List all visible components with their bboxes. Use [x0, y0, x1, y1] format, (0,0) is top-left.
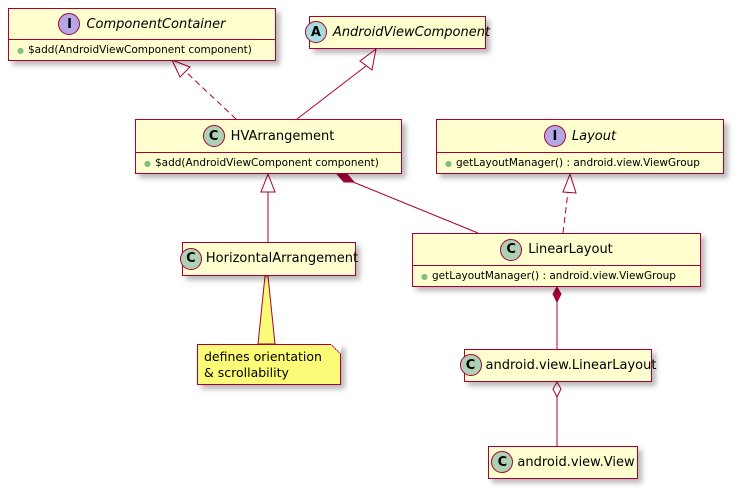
class-header: C android.view.LinearLayout [459, 350, 656, 380]
interface-badge-icon: I [543, 125, 566, 147]
class-hvarrangement: C HVArrangement ● $add(AndroidViewCompon… [135, 119, 402, 174]
composition-hvarrangement-linearlayout [335, 172, 479, 234]
method-signature: getLayoutManager() : android.view.ViewGr… [431, 270, 676, 282]
composition-linearlayout-androidlinearlayout [552, 285, 562, 349]
abstract-badge-icon: A [304, 21, 327, 43]
realization-hvarrangement-componentcontainer [171, 59, 237, 120]
class-badge-icon: C [459, 354, 482, 376]
class-name: LinearLayout [528, 242, 613, 257]
class-header: C HVArrangement [136, 120, 401, 152]
public-method-icon: ● [144, 158, 151, 168]
note-line: & scrollability [204, 365, 289, 380]
class-badge-icon: C [202, 125, 225, 147]
note-orientation-scrollability: defines orientation & scrollability [197, 344, 341, 385]
public-method-icon: ● [17, 45, 24, 55]
interface-badge-icon: I [58, 13, 81, 35]
class-badge-icon: C [491, 451, 514, 473]
method-signature: $add(AndroidViewComponent component) [154, 157, 379, 169]
class-layout: I Layout ● getLayoutManager() : android.… [436, 119, 724, 174]
class-androidviewcomponent: A AndroidViewComponent [304, 16, 490, 49]
class-header: C LinearLayout [413, 234, 700, 265]
class-linearlayout: C LinearLayout ● getLayoutManager() : an… [412, 233, 701, 287]
class-header: A AndroidViewComponent [304, 17, 490, 47]
class-name: ComponentContainer [86, 16, 226, 32]
public-method-icon: ● [421, 271, 428, 281]
note-connector [257, 275, 276, 345]
class-header: C android.view.View [489, 447, 637, 477]
class-android-view-linearlayout: C android.view.LinearLayout [459, 349, 656, 382]
class-android-view-view: C android.view.View [488, 446, 638, 479]
class-members: ● getLayoutManager() : android.view.View… [413, 265, 700, 286]
class-componentcontainer: I ComponentContainer ● $add(AndroidViewC… [8, 8, 276, 61]
class-name: HVArrangement [230, 128, 335, 144]
class-header: C HorizontalArrangement [179, 243, 359, 274]
class-name: HorizontalArrangement [205, 251, 359, 266]
class-header: I ComponentContainer [9, 9, 275, 39]
realization-linearlayout-layout [562, 172, 577, 234]
public-method-icon: ● [445, 158, 452, 168]
class-members: ● $add(AndroidViewComponent component) [9, 39, 275, 60]
inheritance-hvarrangement-androidviewcomponent [296, 47, 377, 120]
class-badge-icon: C [500, 238, 523, 261]
class-name: android.view.View [517, 454, 635, 470]
class-header: I Layout [437, 120, 723, 152]
method-signature: $add(AndroidViewComponent component) [27, 44, 252, 56]
class-name: android.view.LinearLayout [485, 357, 657, 373]
note-fold-corner [331, 344, 341, 354]
inheritance-horizontalarrangement-hvarrangement [260, 172, 276, 242]
class-horizontalarrangement: C HorizontalArrangement [179, 242, 359, 276]
aggregation-androidlinearlayout-androidview [552, 380, 562, 446]
class-badge-icon: C [179, 247, 202, 270]
class-members: ● $add(AndroidViewComponent component) [136, 152, 401, 173]
class-name: AndroidViewComponent [332, 24, 491, 40]
method-signature: getLayoutManager() : android.view.ViewGr… [455, 157, 700, 169]
class-members: ● getLayoutManager() : android.view.View… [437, 152, 723, 173]
note-line: defines orientation [204, 349, 322, 364]
class-name: Layout [571, 128, 617, 144]
